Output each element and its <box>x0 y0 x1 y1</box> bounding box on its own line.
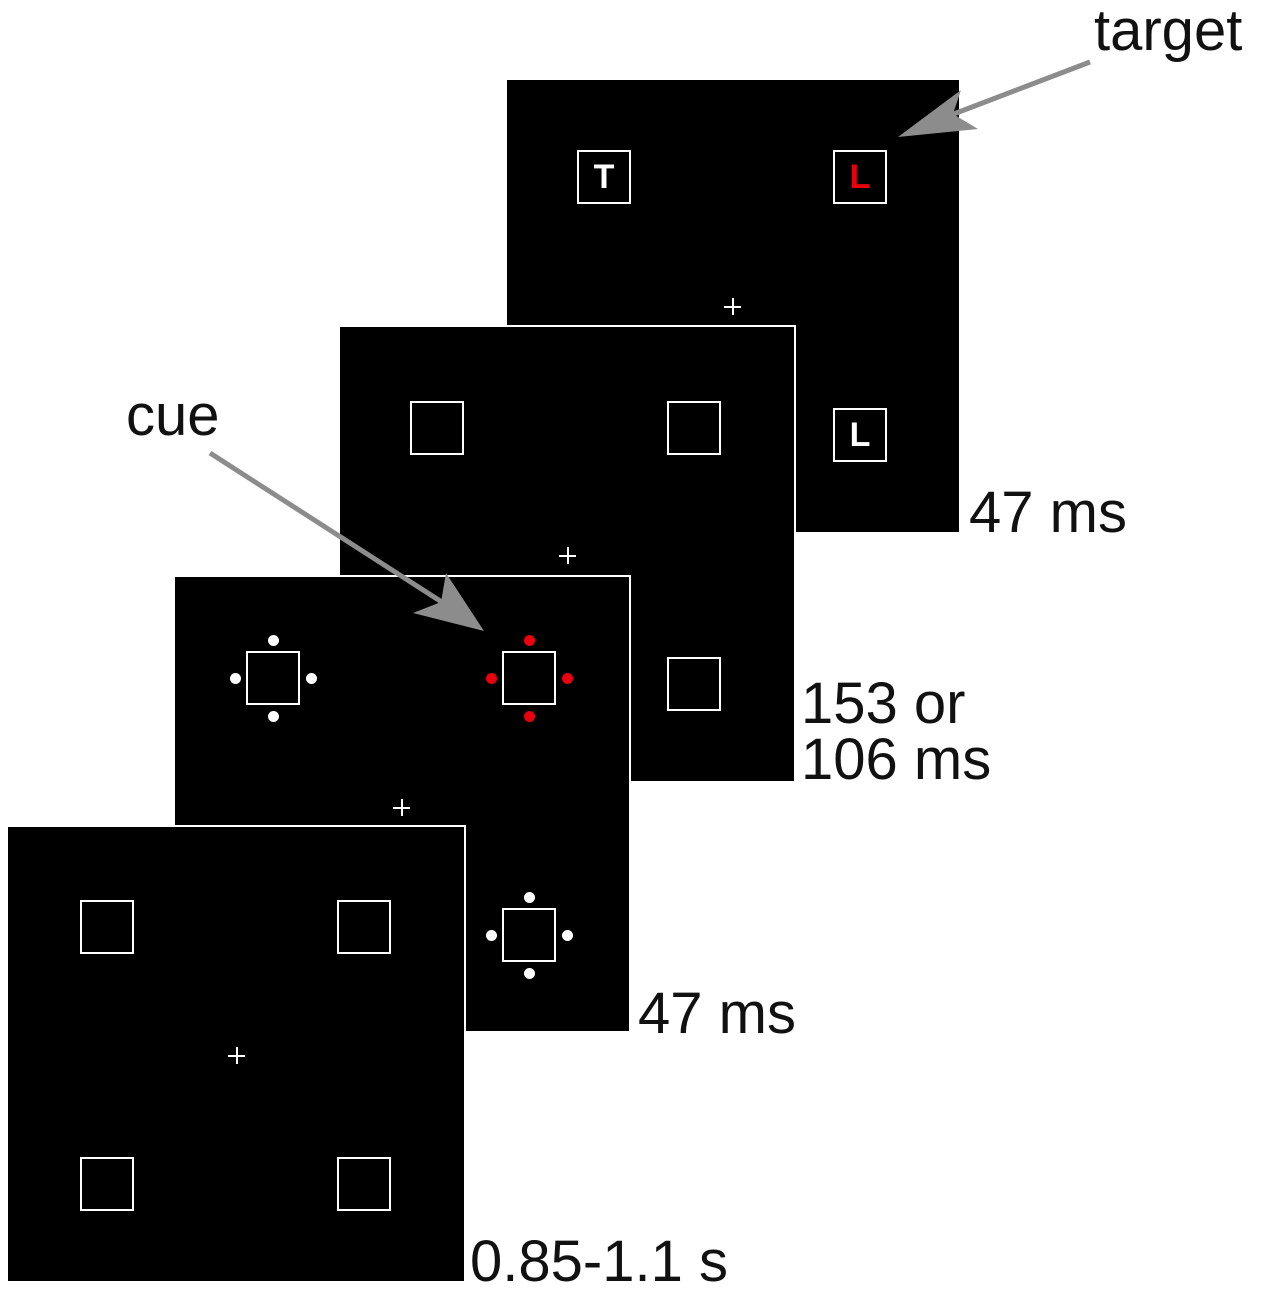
placeholder-top-right <box>667 401 721 455</box>
placeholder-top-left: T <box>577 150 631 204</box>
fixation-cross <box>724 298 741 315</box>
letter-l-target: L <box>849 158 871 196</box>
cue-arrow-head <box>413 573 484 631</box>
placeholder-top-right <box>337 900 391 954</box>
cue-dot-left <box>486 673 497 684</box>
dot-bottom <box>268 711 279 722</box>
dot-bottom <box>524 968 535 979</box>
fixation-duration: 0.85-1.1 s <box>470 1229 728 1294</box>
target-arrow-shaft <box>937 59 1091 123</box>
dot-left <box>230 673 241 684</box>
interval-duration-line1: 153 or <box>801 671 966 736</box>
placeholder-bottom-right <box>502 908 556 962</box>
dot-right <box>562 930 573 941</box>
interval-duration-line2: 106 ms <box>801 727 992 792</box>
interval-duration: 153 or 106 ms <box>801 671 992 792</box>
letter-l: L <box>849 416 871 454</box>
placeholder-top-right: L <box>833 150 887 204</box>
dot-top <box>268 635 279 646</box>
cue-duration: 47 ms <box>638 981 796 1046</box>
placeholder-bottom-right <box>337 1157 391 1211</box>
placeholder-bottom-right: L <box>833 408 887 462</box>
fixation-frame <box>6 825 466 1283</box>
dot-right <box>306 673 317 684</box>
fixation-cross <box>393 799 410 816</box>
cue-label: cue <box>126 383 220 448</box>
cue-dot-top <box>524 635 535 646</box>
cue-arrow-shaft <box>208 450 450 609</box>
cue-dot-right <box>562 673 573 684</box>
placeholder-top-left <box>410 401 464 455</box>
dot-top <box>524 892 535 903</box>
placeholder-top-left <box>80 900 134 954</box>
cue-dot-bottom <box>524 711 535 722</box>
placeholder-bottom-left <box>80 1157 134 1211</box>
placeholder-top-left <box>246 651 300 705</box>
placeholder-top-right-cued <box>502 651 556 705</box>
target-label: target <box>1094 0 1243 63</box>
letter-t: T <box>593 158 615 196</box>
target-arrow-head <box>898 90 978 137</box>
fixation-cross <box>228 1047 245 1064</box>
target-duration: 47 ms <box>969 480 1127 545</box>
fixation-cross <box>559 547 576 564</box>
placeholder-bottom-right <box>667 657 721 711</box>
dot-left <box>486 930 497 941</box>
